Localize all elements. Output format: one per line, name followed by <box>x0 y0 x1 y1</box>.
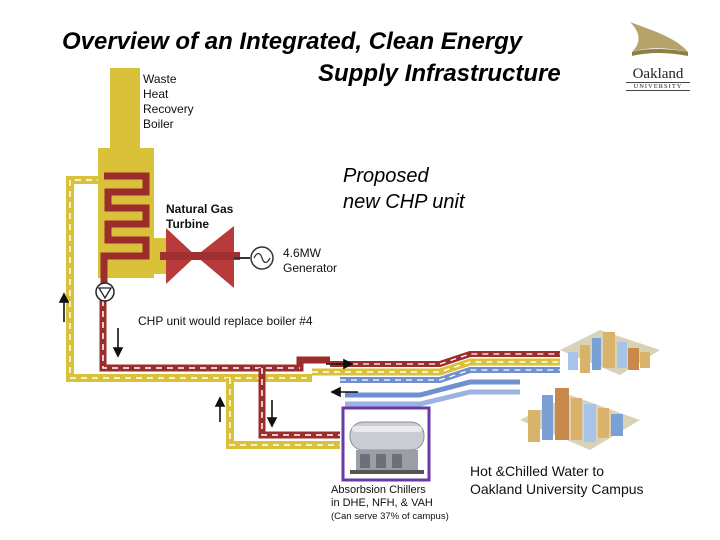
pump-icon <box>95 282 115 302</box>
replace-boiler-note: CHP unit would replace boiler #4 <box>138 314 313 328</box>
logo-subtitle: UNIVERSITY <box>626 82 690 91</box>
boiler-label: Waste Heat Recovery Boiler <box>143 72 194 131</box>
campus-buildings-south <box>520 388 640 450</box>
university-logo: Oakland UNIVERSITY <box>626 18 690 96</box>
campus-pipe-bundle <box>312 351 560 407</box>
turbine-label: Natural Gas Turbine <box>166 202 234 231</box>
logo-name: Oakland <box>632 66 684 82</box>
title-line-1: Overview of an Integrated, Clean Energy <box>62 28 523 55</box>
campus-label: Hot &Chilled Water to Oakland University… <box>470 463 644 497</box>
red-pipe-loop <box>99 300 340 439</box>
proposed-chp-label: Proposed new CHP unit <box>343 165 465 213</box>
title-line-2: Supply Infrastructure <box>318 60 561 87</box>
yellow-pipe-loop <box>66 176 340 449</box>
waste-heat-recovery-boiler <box>98 68 154 298</box>
chillers-label: Absorbsion Chillers in DHE, NFH, & VAH (… <box>331 484 449 522</box>
arrow-icon <box>58 292 358 428</box>
absorption-chiller-image <box>341 406 431 482</box>
natural-gas-turbine <box>160 226 240 288</box>
generator-label: 4.6MW Generator <box>283 246 338 275</box>
generator-icon <box>250 246 274 270</box>
campus-buildings-north <box>560 330 660 375</box>
leaf-logo-icon <box>630 22 688 56</box>
